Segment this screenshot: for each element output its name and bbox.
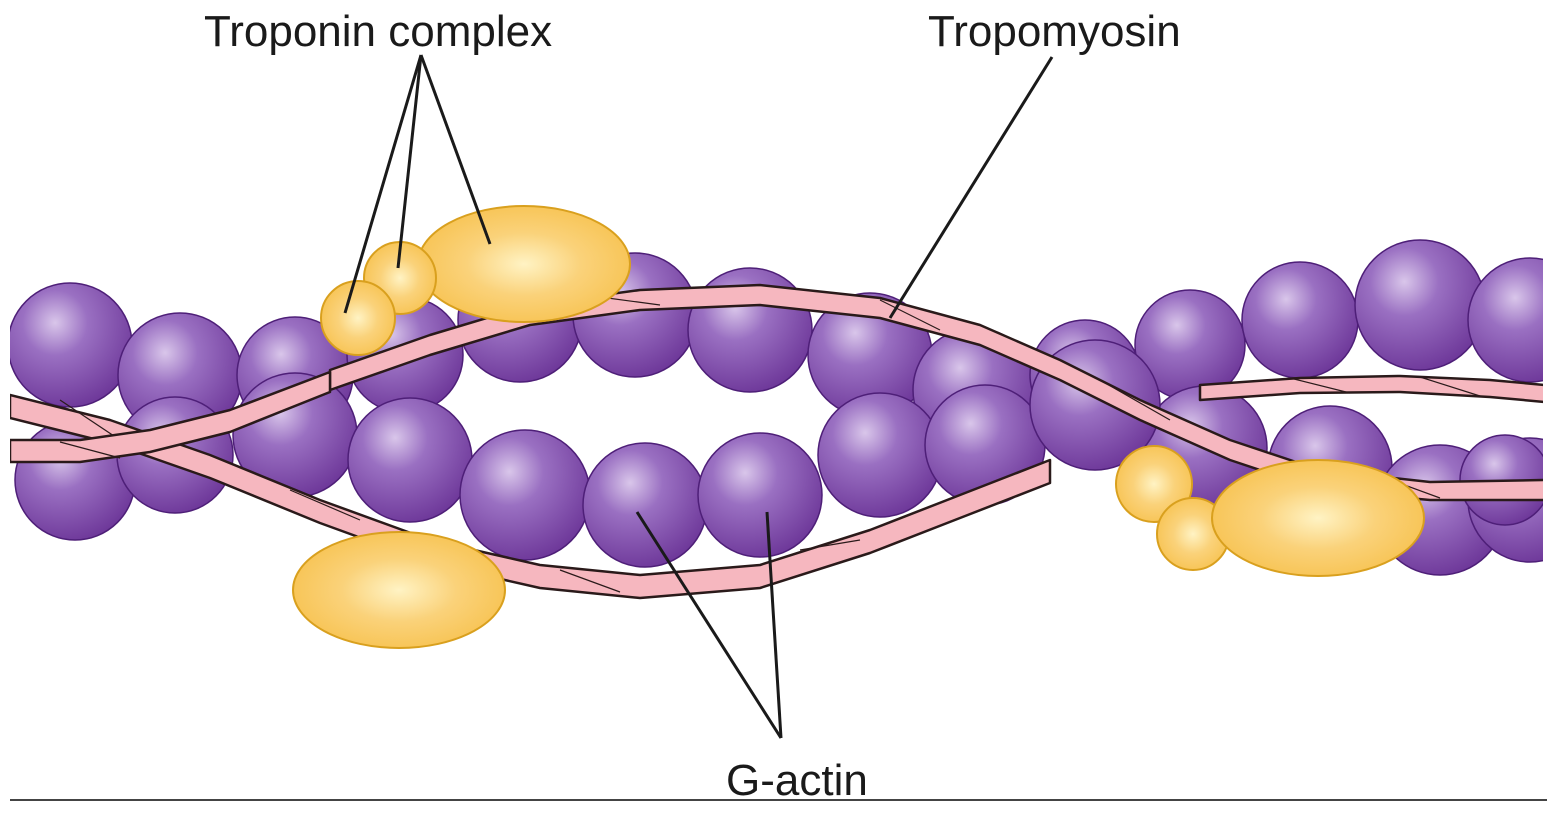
tropomyosin-label: Tropomyosin [928,7,1181,56]
troponin-complex-label: Troponin complex [204,7,553,56]
g-actin-leader-1 [635,511,783,739]
tropomyosin-leader [888,56,1054,319]
troponin-complexes [292,205,1425,649]
tropomyosin-ribbon-right-coil-line-1 [1289,377,1351,394]
g-actin-bead-front-7 [697,432,823,558]
tropomyosin-ribbon-upper-coil-line-2 [879,299,941,331]
g-actin-label: G-actin [726,756,868,805]
troponin-large-bottom-left [292,531,506,649]
g-actin-bead-front-6 [582,442,708,568]
tropomyosin-front-strand [10,283,1543,600]
tropomyosin-ribbon-lower [10,393,1052,600]
troponin-leader-1 [343,54,423,314]
tropomyosin-ribbon-left-coil-line-1 [59,441,121,459]
tropomyosin-ribbon-upper-coil-line-3 [1099,379,1171,421]
troponin-small-top-2 [320,280,396,356]
g-actin-bead-back-12 [1241,261,1359,379]
g-actin-bead-front-5 [459,429,591,561]
troponin-leader-3 [419,54,492,245]
tropomyosin-ribbon-lower-coil-line-1 [59,399,121,441]
g-actin-bead-back-1 [10,282,133,408]
tropomyosin-ribbon-upper [328,283,1543,502]
bottom-rule [10,799,1547,801]
troponin-large-top [417,205,631,323]
g-actin-front-strand [14,339,1543,568]
tropomyosin-ribbon-lower-coil-line-3 [559,569,621,593]
tropomyosin-ribbon-lower-coil-line-2 [289,489,361,521]
leader-lines [343,54,1054,739]
g-actin-bead-front-8 [817,392,943,518]
troponin-large-right [1211,459,1425,577]
tropomyosin-ribbon-left [10,370,332,464]
g-actin-leader-2 [765,511,783,739]
g-actin-bead-front-4 [347,397,473,523]
tropomyosin-ribbon-right [1198,374,1543,404]
g-actin-bead-back-13 [1354,239,1486,371]
troponin-leader-2 [396,54,423,269]
g-actin-bead-back-14 [1467,257,1543,383]
tropomyosin-ribbon-lower-coil-line-4 [799,539,861,551]
tropomyosin-back-strand [1198,374,1543,404]
tropomyosin-ribbon-right-coil-line-2 [1419,376,1481,397]
